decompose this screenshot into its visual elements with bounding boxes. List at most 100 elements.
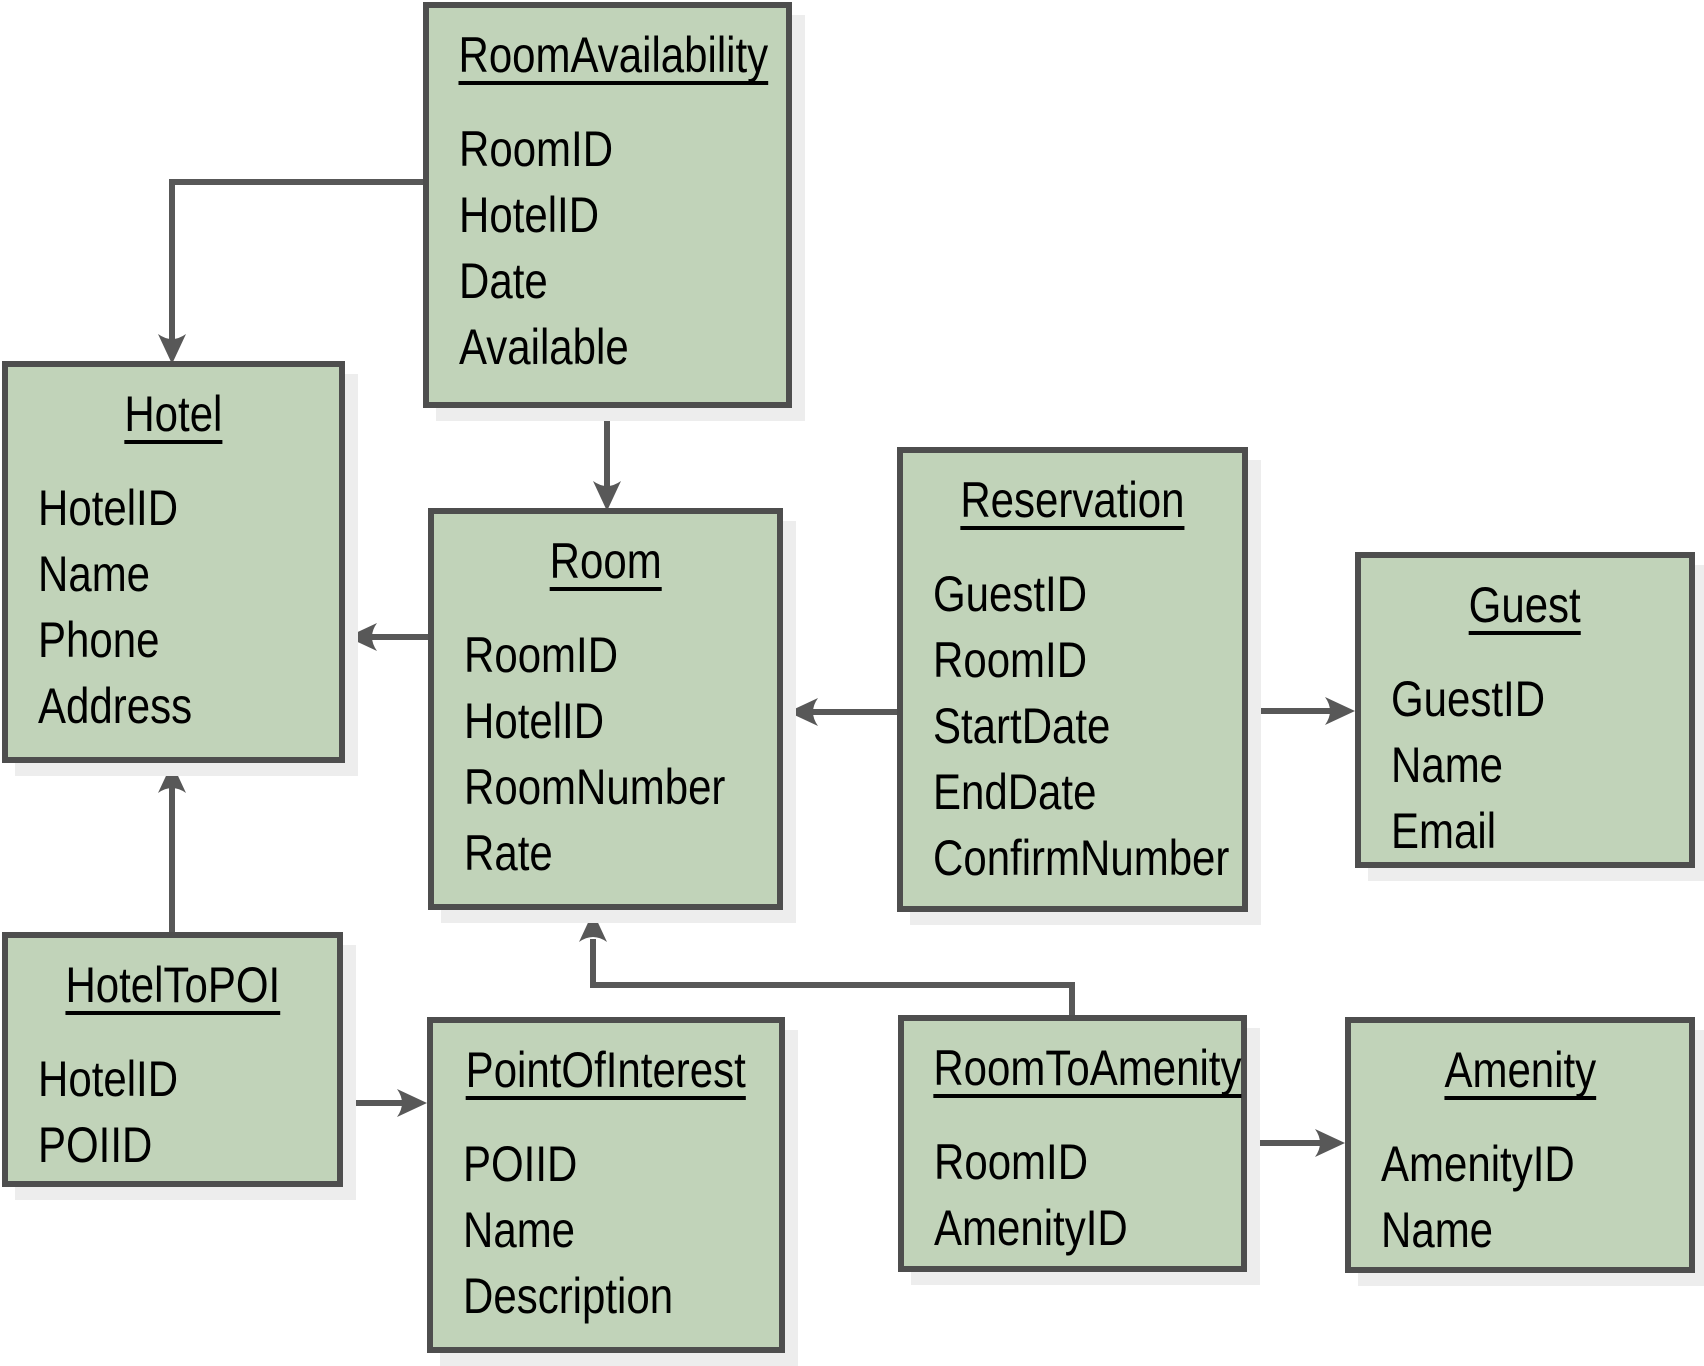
field-text: POIID [38, 1117, 153, 1173]
field-text: Address [38, 678, 193, 734]
field-text: RoomNumber [464, 759, 726, 815]
connector-room-to-hotel [347, 623, 428, 651]
entity-point-of-interest: PointOfInterest POIID Name Description [427, 1017, 785, 1353]
entity-field: HotelID [464, 688, 777, 754]
entity-field: HotelID [38, 1046, 337, 1112]
entity-hotel-to-poi: HotelToPOI HotelID POIID [2, 932, 343, 1187]
entity-fields: HotelID Name Phone Address [8, 475, 339, 739]
entity-hotel: Hotel HotelID Name Phone Address [2, 361, 345, 763]
field-text: StartDate [933, 698, 1111, 754]
entity-field: RoomNumber [464, 754, 777, 820]
field-text: RoomID [464, 627, 619, 683]
field-text: Available [459, 319, 629, 375]
entity-reservation: Reservation GuestID RoomID StartDate End… [897, 447, 1248, 912]
entity-fields: GuestID RoomID StartDate EndDate Confirm… [903, 561, 1242, 891]
entity-field: GuestID [1391, 666, 1689, 732]
connector-hoteltopoi-to-pointofinterest [343, 1089, 427, 1117]
field-text: Name [38, 546, 151, 602]
entity-field: Available [459, 314, 786, 380]
entity-title-text: Room [549, 533, 662, 589]
entity-field: POIID [463, 1131, 779, 1197]
entity-field: POIID [38, 1112, 337, 1178]
entity-room-to-amenity: RoomToAmenity RoomID AmenityID [898, 1015, 1247, 1272]
entity-field: AmenityID [1381, 1131, 1689, 1197]
entity-title: PointOfInterest [433, 1041, 779, 1099]
entity-room-availability: RoomAvailability RoomID HotelID Date Ava… [423, 2, 792, 408]
connector-roomtoamenity-to-amenity [1247, 1129, 1345, 1157]
field-text: AmenityID [1381, 1136, 1575, 1192]
arrowhead-down-icon [593, 481, 621, 511]
entity-field: RoomID [934, 1129, 1241, 1195]
entity-title-text: HotelToPOI [65, 957, 280, 1013]
entity-title: RoomAvailability [429, 26, 786, 84]
entity-field: ConfirmNumber [933, 825, 1242, 891]
entity-title: Room [434, 532, 777, 590]
entity-field: Phone [38, 607, 339, 673]
entity-fields: AmenityID Name [1351, 1131, 1689, 1263]
field-text: GuestID [933, 566, 1088, 622]
connector-hoteltopoi-to-hotel [158, 763, 186, 932]
connector-reservation-to-guest [1248, 697, 1355, 725]
entity-title-text: Guest [1468, 577, 1582, 633]
field-text: Name [463, 1202, 576, 1258]
arrowhead-right-icon [1325, 697, 1355, 725]
entity-fields: HotelID POIID [8, 1046, 337, 1178]
field-text: GuestID [1391, 671, 1546, 727]
arrowhead-up-icon [158, 763, 186, 793]
field-text: Name [1381, 1202, 1494, 1258]
entity-field: Name [463, 1197, 779, 1263]
field-text: Phone [38, 612, 160, 668]
entity-title: Amenity [1351, 1041, 1689, 1099]
field-text: Email [1391, 803, 1497, 859]
connector-reservation-to-room [788, 698, 897, 726]
entity-title-text: RoomAvailability [458, 27, 769, 83]
field-text: HotelID [38, 1051, 179, 1107]
field-text: RoomID [459, 121, 614, 177]
field-text: HotelID [464, 693, 605, 749]
field-text: RoomID [934, 1134, 1089, 1190]
entity-field: RoomID [464, 622, 777, 688]
field-text: AmenityID [934, 1200, 1128, 1256]
connector-line [590, 939, 1075, 1015]
entity-fields: POIID Name Description [433, 1131, 779, 1329]
field-text: HotelID [38, 480, 179, 536]
entity-title-text: Amenity [1444, 1042, 1596, 1098]
field-text: RoomID [933, 632, 1088, 688]
entity-title-text: RoomToAmenity [933, 1040, 1242, 1096]
entity-field: Name [1391, 732, 1689, 798]
field-text: Rate [464, 825, 553, 881]
arrowhead-right-icon [397, 1089, 427, 1117]
entity-title-text: PointOfInterest [465, 1042, 747, 1098]
entity-field: Rate [464, 820, 777, 886]
entity-field: HotelID [38, 475, 339, 541]
entity-field: RoomID [459, 116, 786, 182]
connector-roomtoamenity-to-room [579, 912, 1075, 1015]
field-text: POIID [463, 1136, 578, 1192]
entity-field: Email [1391, 798, 1689, 864]
arrowhead-down-icon [158, 334, 186, 364]
entity-field: Description [463, 1263, 779, 1329]
entity-field: Address [38, 673, 339, 739]
arrowhead-left-icon [347, 623, 377, 651]
entity-title-text: Hotel [124, 386, 223, 442]
entity-field: Name [38, 541, 339, 607]
entity-field: GuestID [933, 561, 1242, 627]
entity-amenity: Amenity AmenityID Name [1345, 1017, 1695, 1273]
entity-title-text: Reservation [960, 472, 1185, 528]
entity-title: Reservation [903, 471, 1242, 529]
entity-fields: RoomID AmenityID [904, 1129, 1241, 1261]
arrowhead-up-icon [579, 912, 607, 942]
entity-field: RoomID [933, 627, 1242, 693]
entity-guest: Guest GuestID Name Email [1355, 552, 1695, 868]
field-text: Description [463, 1268, 674, 1324]
entity-room: Room RoomID HotelID RoomNumber Rate [428, 508, 783, 910]
field-text: Date [459, 253, 548, 309]
entity-title: Guest [1361, 576, 1689, 634]
field-text: ConfirmNumber [933, 830, 1230, 886]
arrowhead-left-icon [788, 698, 818, 726]
entity-title: RoomToAmenity [904, 1039, 1241, 1097]
connector-roomavailability-to-room [593, 408, 621, 511]
entity-field: AmenityID [934, 1195, 1241, 1261]
entity-field: EndDate [933, 759, 1242, 825]
